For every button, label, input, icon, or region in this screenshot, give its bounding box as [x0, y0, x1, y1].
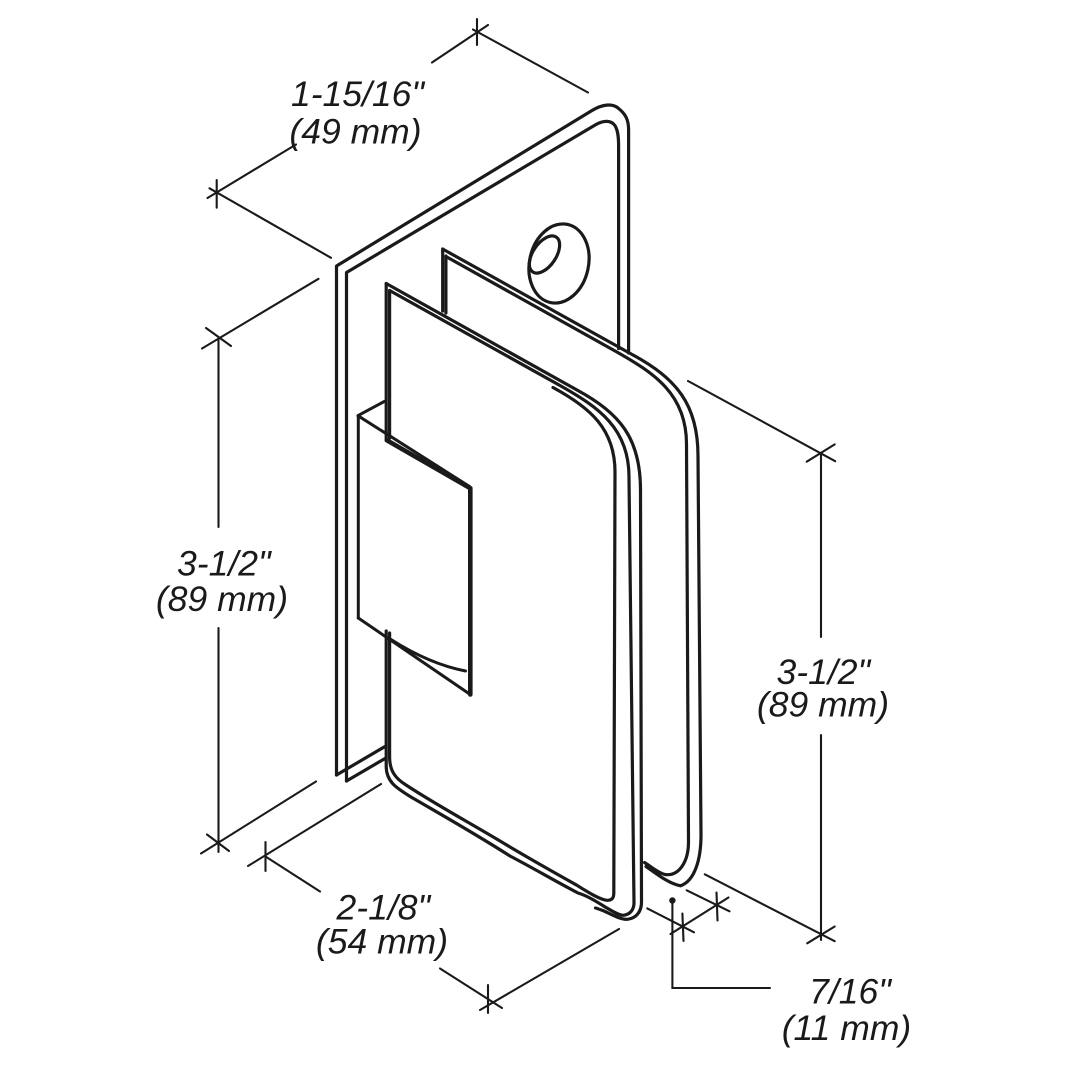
svg-text:(54 mm): (54 mm): [316, 922, 448, 962]
svg-text:(89 mm): (89 mm): [757, 685, 889, 725]
svg-text:3-1/2": 3-1/2": [777, 652, 872, 692]
svg-text:3-1/2": 3-1/2": [177, 544, 272, 584]
svg-text:(89 mm): (89 mm): [156, 579, 288, 619]
svg-text:7/16": 7/16": [809, 972, 892, 1012]
svg-text:(11 mm): (11 mm): [782, 1008, 912, 1048]
svg-text:(49 mm): (49 mm): [289, 112, 421, 152]
svg-text:2-1/8": 2-1/8": [336, 888, 432, 928]
svg-text:1-15/16": 1-15/16": [291, 74, 425, 114]
